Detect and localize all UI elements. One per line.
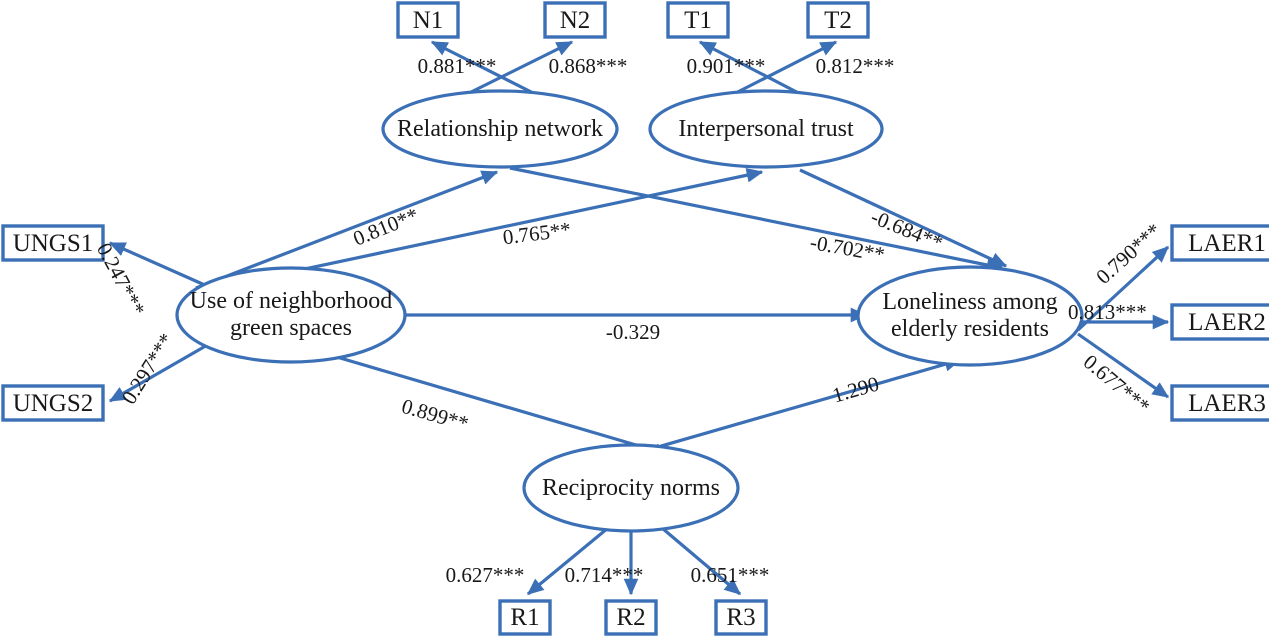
label-n2: N2 [559, 6, 591, 34]
box-t2 [806, 1, 870, 39]
label-t1: T1 [684, 6, 712, 34]
box-laer2 [1170, 303, 1269, 341]
edge-rn-n1 [430, 40, 548, 102]
latent-variable-ellipses [175, 89, 1084, 533]
ellipse-loneliness [856, 265, 1084, 367]
edge-rnorm-laer [629, 357, 962, 457]
label-r1: R1 [510, 604, 540, 631]
box-r2 [604, 599, 658, 636]
box-r3 [714, 599, 768, 636]
box-ungs1 [1, 224, 105, 262]
edge-it-t1 [698, 40, 813, 102]
label-reciprocity-norms: Reciprocity norms [542, 474, 720, 501]
edge-it-laer [799, 168, 1008, 268]
label-loneliness-line2: elderly residents [891, 316, 1049, 342]
label-ungs2: UNGS2 [12, 389, 94, 417]
label-use-green-spaces-line2: green spaces [230, 315, 352, 341]
box-laer3 [1170, 384, 1269, 422]
label-interpersonal-trust: Interpersonal trust [678, 115, 854, 142]
edge-laer-laer3 [1077, 332, 1170, 399]
ellipse-reciprocity-norms [522, 443, 740, 533]
label-ungs1: UNGS1 [12, 229, 94, 257]
ellipse-interpersonal-trust [648, 89, 884, 169]
edge-ungs-rn [195, 170, 499, 290]
edge-ungs-ungs2 [108, 338, 217, 403]
label-laer1: LAER1 [1188, 229, 1266, 257]
box-n1 [396, 1, 460, 39]
label-use-green-spaces-line1: Use of neighborhood [189, 288, 393, 315]
edge-ungs-rnorm [329, 353, 672, 458]
label-laer3: LAER3 [1188, 389, 1266, 417]
label-loneliness-line1: Loneliness among [882, 289, 1058, 316]
label-n1: N1 [412, 6, 444, 34]
box-r1 [498, 599, 552, 636]
edge-rn-laer [509, 166, 1004, 273]
box-laer1 [1170, 224, 1269, 262]
box-ungs2 [1, 384, 105, 422]
edge-laer-laer1 [1076, 245, 1170, 332]
label-relationship-network: Relationship network [397, 115, 603, 142]
path-edges [108, 40, 1170, 596]
box-n2 [543, 1, 607, 39]
edge-rnorm-r1 [526, 526, 610, 596]
box-t1 [666, 1, 730, 39]
edge-ungs-ungs1 [108, 241, 217, 292]
label-r3: R3 [726, 604, 756, 631]
label-laer2: LAER2 [1188, 308, 1266, 336]
label-r2: R2 [616, 604, 646, 631]
ellipse-use-green-spaces [175, 266, 407, 364]
label-t2: T2 [824, 6, 852, 34]
edge-rnorm-r3 [660, 526, 742, 596]
ellipse-relationship-network [381, 89, 619, 169]
